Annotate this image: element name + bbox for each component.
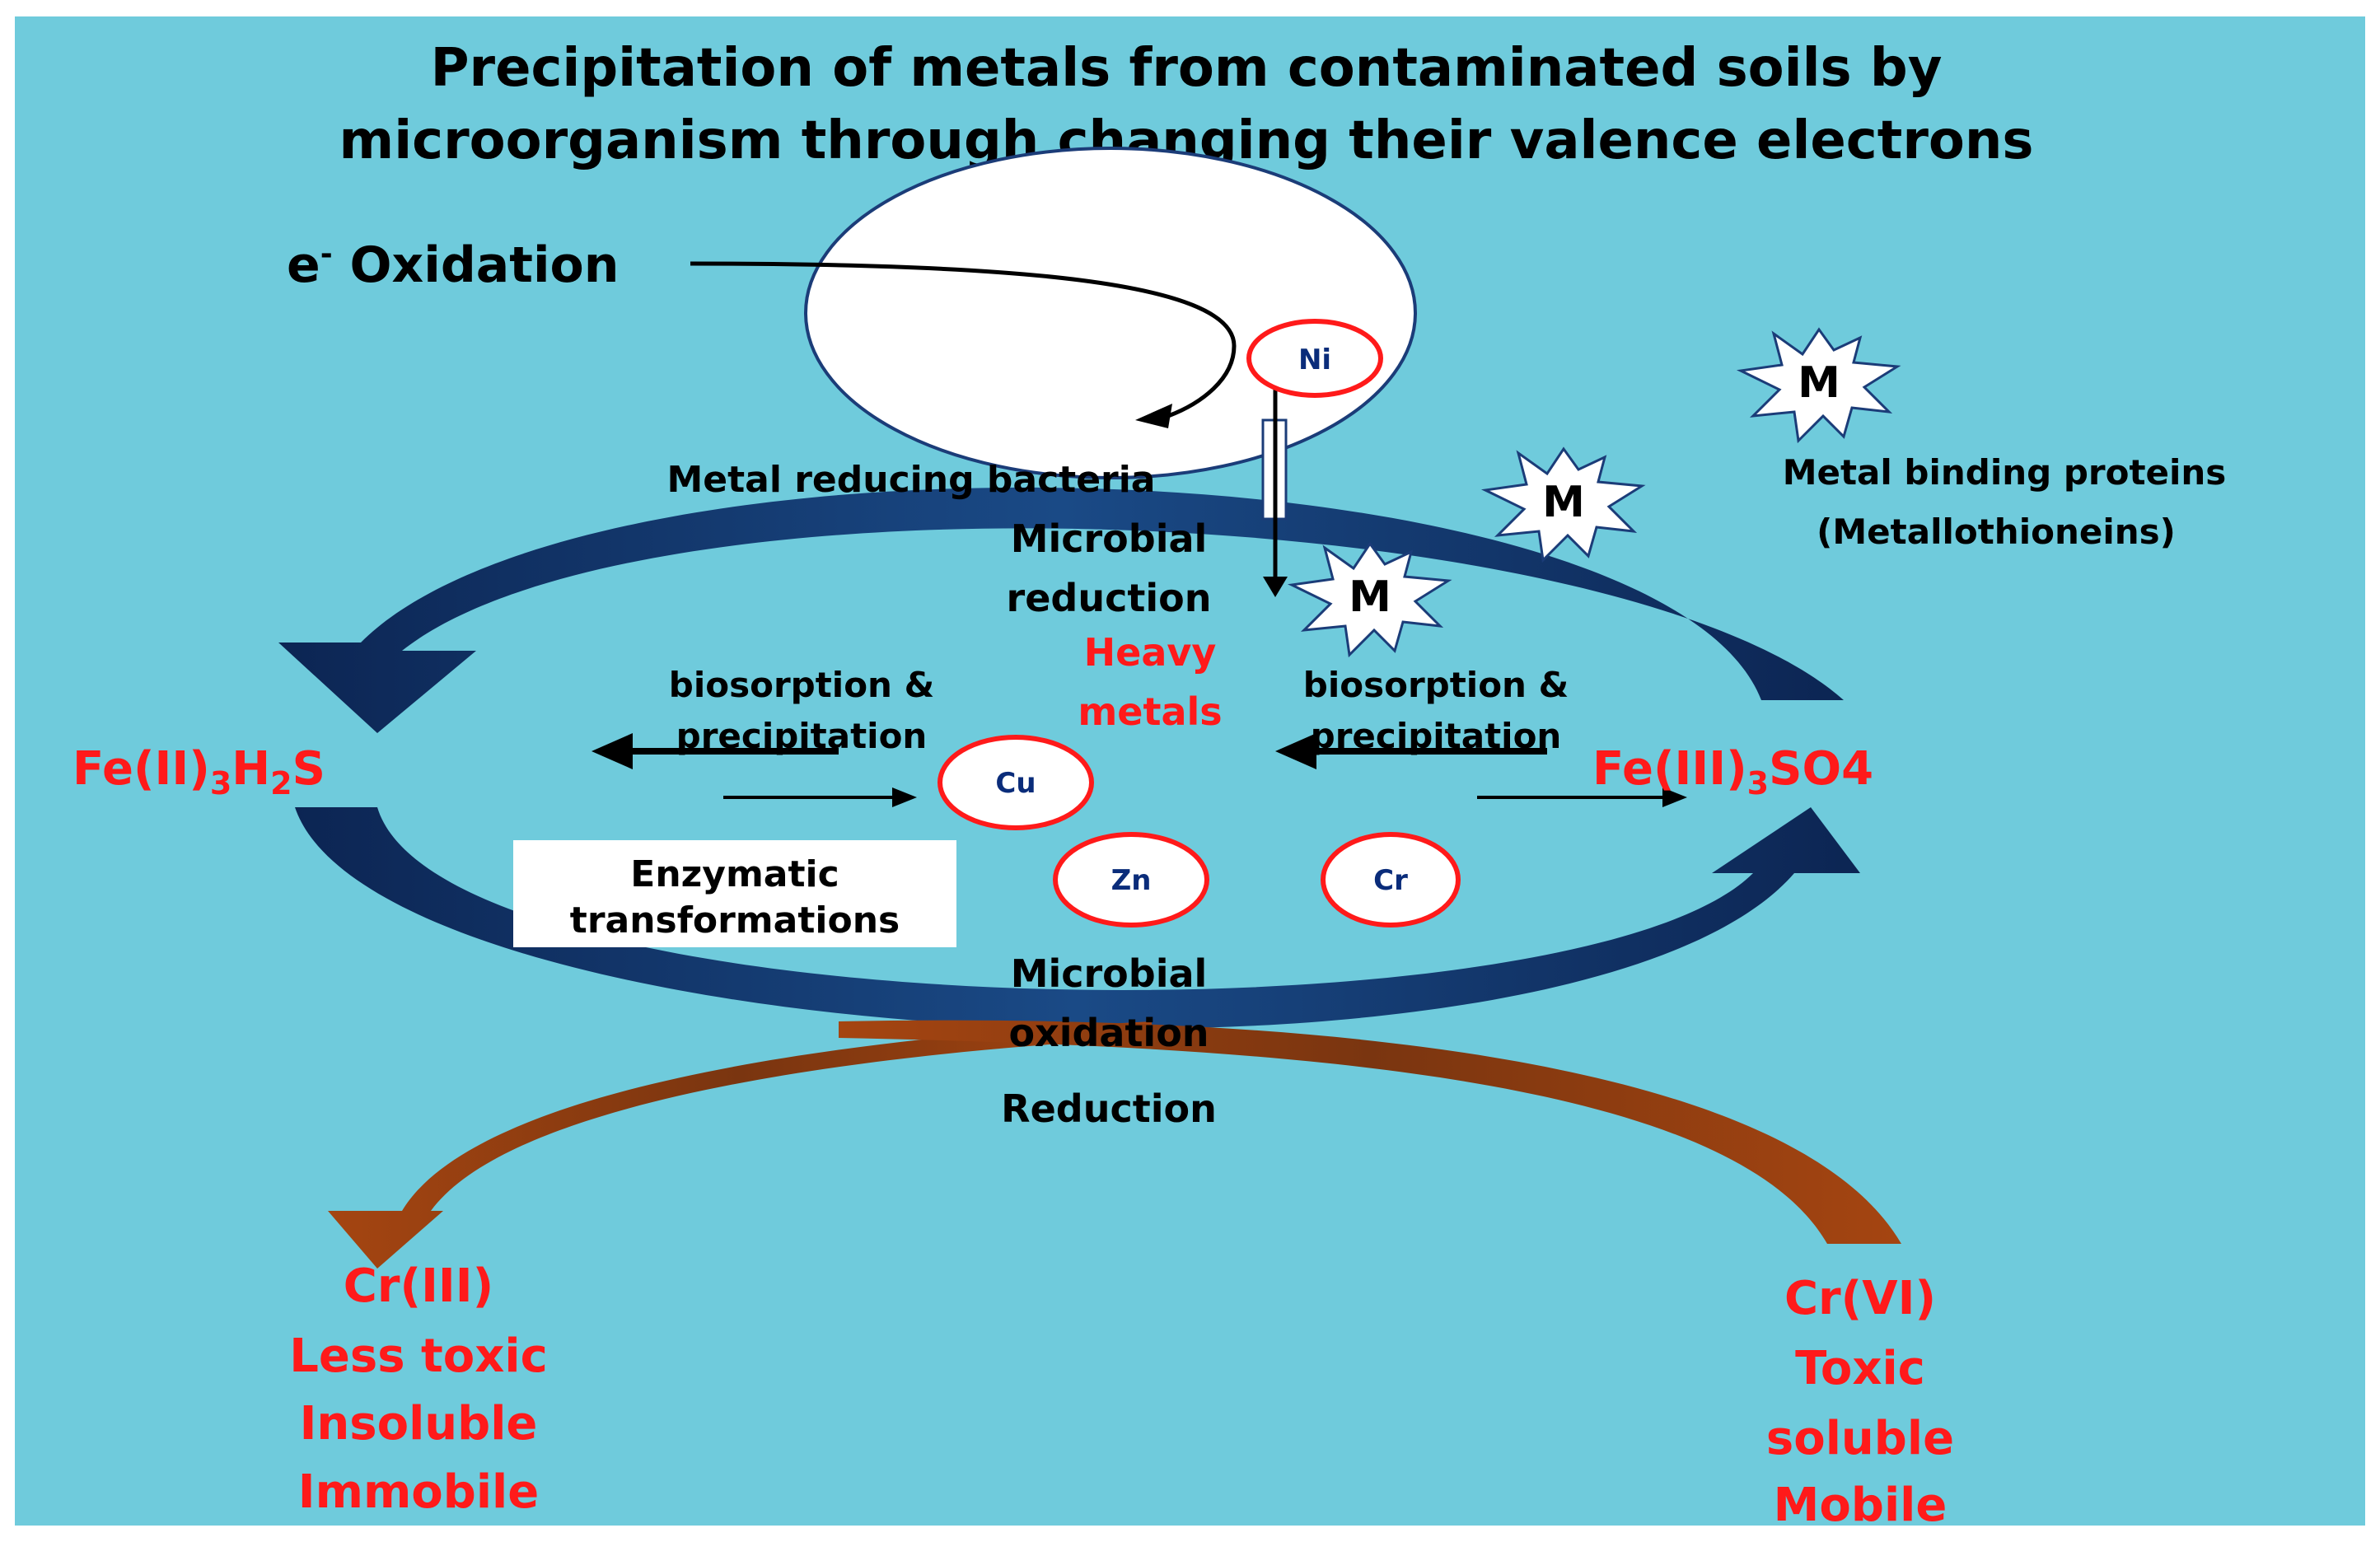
metal-star-3-label: M (1349, 572, 1391, 622)
enzymatic-line-2: transformations (570, 900, 900, 942)
metal-zn-label: Zn (1111, 864, 1152, 897)
cr3-line-2: Less toxic (289, 1329, 548, 1383)
microbial-reduction-line-2: reduction (1007, 576, 1212, 620)
bacteria-label: Metal reducing bacteria (666, 459, 1155, 501)
metal-binding-line-2: (Metallothioneins) (1817, 512, 2176, 552)
heavy-metals-line-2: metals (1078, 689, 1222, 734)
enzymatic-box (513, 840, 956, 947)
biosorption-left-line-2: precipitation (676, 716, 928, 756)
metal-star-3: M (1287, 541, 1452, 658)
diagram-svg: Precipitation of metals from contaminate… (72, 38, 2227, 1526)
cr6-line-1: Cr(VI) (1784, 1272, 1936, 1325)
metal-cu: Cu (938, 735, 1094, 830)
metal-star-1-label: M (1798, 358, 1840, 408)
cr6-line-3: soluble (1766, 1412, 1954, 1465)
diagram-canvas: Precipitation of metals from contaminate… (15, 16, 2365, 1526)
biosorption-right-line-1: biosorption & (1303, 665, 1569, 705)
reduction-label: Reduction (1001, 1086, 1217, 1131)
arrow-to-cu-head (892, 787, 917, 807)
metal-zn: Zn (1053, 832, 1209, 928)
oxidation-label: e- Oxidation (287, 236, 619, 294)
lower-cycle-arrow (295, 807, 1860, 1029)
enzymatic-line-1: Enzymatic (630, 853, 839, 895)
oxidation-arrow-head (1135, 404, 1172, 428)
metal-cu-label: Cu (995, 767, 1036, 800)
cr3-line-1: Cr(III) (344, 1259, 493, 1313)
arrow-from-right-head (1275, 733, 1316, 769)
metal-cr: Cr (1321, 832, 1461, 928)
bacteria-cell (804, 147, 1417, 479)
metal-ni: Ni (1246, 319, 1383, 398)
microbial-oxidation-line-2: oxidation (1008, 1011, 1209, 1055)
heavy-metals-line-1: Heavy (1084, 630, 1217, 675)
fe2-label: Fe(II)3H2S (72, 742, 325, 801)
cr6-line-4: Mobile (1774, 1479, 1947, 1526)
brown-arrow-left (328, 1021, 1152, 1269)
arrow-to-fe3-head (1662, 787, 1687, 807)
cr6-line-2: Toxic (1795, 1342, 1925, 1395)
reduction-arrow-head (1263, 577, 1288, 597)
metal-star-2-label: M (1542, 478, 1585, 527)
brown-arrow-right (839, 1020, 1901, 1244)
metal-star-1: M (1736, 327, 1901, 444)
metal-star-2: M (1480, 446, 1646, 563)
cr3-line-4: Immobile (298, 1465, 539, 1519)
title-line-1: Precipitation of metals from contaminate… (431, 38, 1943, 99)
upper-cycle-arrow (278, 487, 1844, 733)
microbial-reduction-line-1: Microbial (1011, 516, 1208, 561)
cr3-line-3: Insoluble (300, 1397, 538, 1451)
metal-binding-line-1: Metal binding proteins (1783, 452, 2227, 493)
metal-cr-label: Cr (1373, 864, 1408, 897)
arrow-to-fe2-head (591, 733, 633, 769)
microbial-oxidation-line-1: Microbial (1011, 951, 1208, 996)
biosorption-left-line-1: biosorption & (669, 665, 934, 705)
metal-ni-label: Ni (1298, 343, 1331, 376)
biosorption-right-line-2: precipitation (1311, 716, 1562, 756)
oxidation-arrow (690, 261, 1237, 418)
fe3-label: Fe(III)3SO4 (1592, 742, 1873, 801)
